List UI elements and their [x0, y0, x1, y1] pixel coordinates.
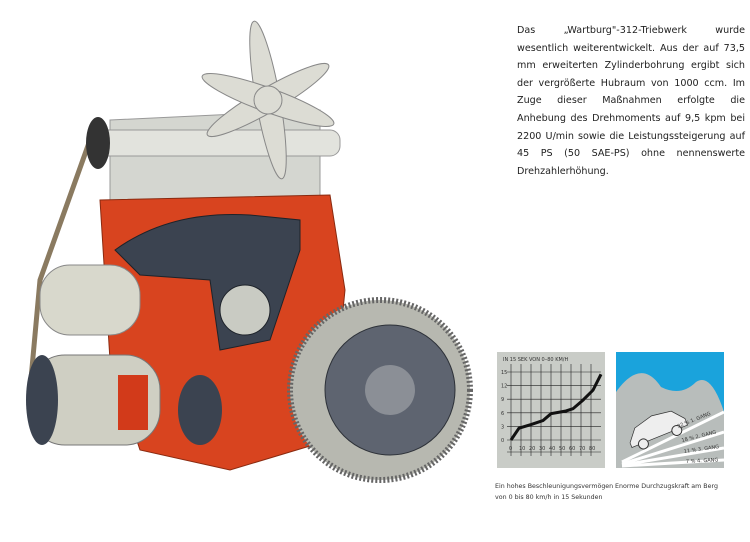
- intro-paragraph: Das „Wartburg"-312-Triebwerk wurde wesen…: [517, 25, 745, 177]
- engine-illustration: [26, 20, 473, 483]
- x-tick-label: 40: [549, 446, 555, 452]
- hill-climb-graphic: 32 % 1. GANG 18 % 2. GANG 11 % 3. GANG 7…: [616, 352, 725, 468]
- pulley: [86, 117, 110, 169]
- gear-label: 11 % 3. GANG: [683, 444, 719, 455]
- y-tick-label: 0: [501, 438, 504, 444]
- x-tick-label: 50: [559, 446, 565, 452]
- acceleration-graph: IN 15 SEK VON 0–80 KM/H 0 3 6 9 12 15 0 10 20 30 4…: [497, 352, 605, 468]
- hill-caption: Enorme Durchzugskraft am Berg: [615, 483, 718, 490]
- y-tick-label: 12: [501, 384, 507, 390]
- x-tick-label: 60: [569, 446, 575, 452]
- dynamo: [39, 264, 141, 336]
- acceleration-curve: [509, 373, 603, 441]
- fan-belt: [27, 139, 93, 391]
- y-tick-label: 3: [501, 424, 504, 430]
- x-tick-label: 20: [529, 446, 535, 452]
- x-tick-label: 70: [579, 446, 585, 452]
- x-tick-label: 10: [519, 446, 525, 452]
- acceleration-caption: Ein hohes Beschleunigungsvermögen von 0 …: [495, 483, 614, 501]
- x-tick-label: 30: [539, 446, 545, 452]
- x-tick-label: 80: [589, 446, 595, 452]
- gear-label: 7 % 4. GANG: [686, 457, 719, 465]
- y-tick-label: 9: [501, 397, 504, 403]
- y-tick-label: 15: [501, 370, 507, 376]
- fan-icon: [201, 20, 335, 180]
- y-tick-label: 6: [501, 411, 504, 417]
- car-icon: [629, 410, 689, 450]
- graph-title: IN 15 SEK VON 0–80 KM/H: [503, 357, 568, 363]
- x-tick-label: 0: [509, 446, 512, 452]
